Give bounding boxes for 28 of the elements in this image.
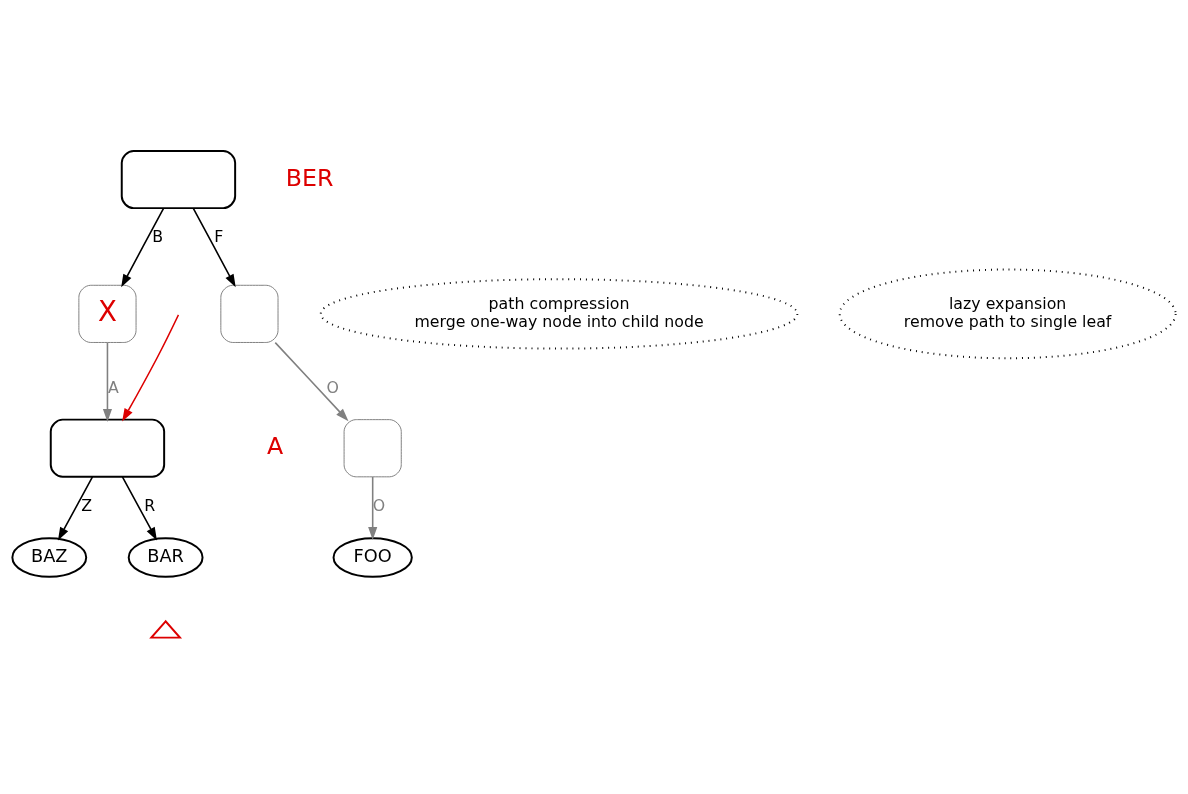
arrow bbox=[122, 314, 180, 422]
arrow bbox=[192, 207, 236, 288]
arrow bbox=[121, 207, 165, 288]
node-box bbox=[343, 419, 402, 478]
edge-label: B bbox=[152, 227, 164, 247]
arrow bbox=[368, 476, 378, 541]
node-ellipse: lazy expansion remove path to single leaf bbox=[838, 268, 1177, 360]
arrow bbox=[121, 476, 157, 541]
label: BER bbox=[285, 163, 334, 192]
node-box: X bbox=[78, 284, 137, 343]
arrow bbox=[102, 341, 112, 422]
edge-label: R bbox=[144, 496, 156, 516]
label: A bbox=[266, 432, 284, 461]
node-ellipse: FOO bbox=[332, 537, 413, 578]
node-ellipse: path compression merge one-way node into child node bbox=[319, 278, 799, 350]
edge-label: O bbox=[372, 496, 386, 516]
node-triangle bbox=[149, 619, 183, 639]
arrow bbox=[57, 476, 94, 541]
edge-label: O bbox=[326, 377, 339, 397]
node-box bbox=[120, 149, 237, 210]
edge-label: Z bbox=[81, 496, 93, 516]
node-box bbox=[220, 284, 279, 343]
arrow bbox=[274, 341, 349, 422]
edge-label: F bbox=[214, 227, 224, 247]
edge-label: A bbox=[107, 377, 119, 397]
node-box bbox=[49, 418, 166, 478]
node-ellipse: BAZ bbox=[11, 537, 88, 578]
node-ellipse: BAR bbox=[127, 537, 204, 578]
